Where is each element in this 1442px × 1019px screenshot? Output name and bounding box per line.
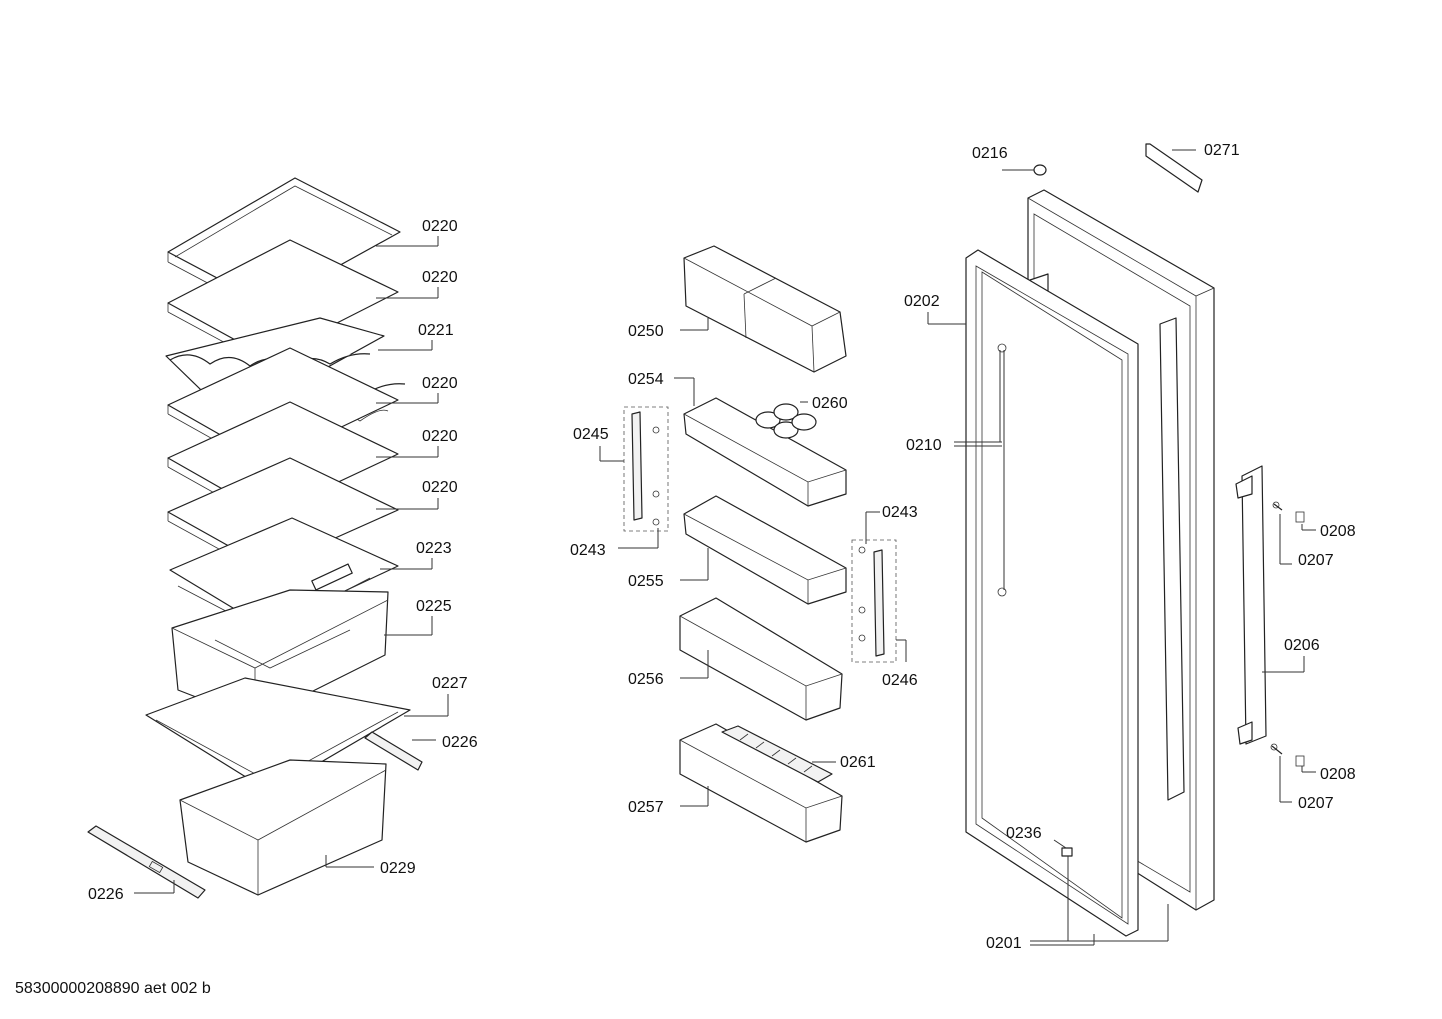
right-leaders: [927, 149, 1316, 946]
callout-0206: 0206: [1284, 637, 1320, 654]
callout-0250: 0250: [628, 323, 664, 340]
handle-screws: [1270, 501, 1305, 767]
callout-0271: 0271: [1204, 142, 1240, 159]
callout-0261: 0261: [840, 754, 876, 771]
callout-0223: 0223: [416, 540, 452, 557]
document-code: 58300000208890 aet 002 b: [15, 980, 211, 997]
callout-0208-lower: 0208: [1320, 766, 1356, 783]
door-stop: [1061, 847, 1073, 857]
callout-0227: 0227: [432, 675, 468, 692]
callout-0207-lower: 0207: [1298, 795, 1334, 812]
callout-0207-upper: 0207: [1298, 552, 1334, 569]
egg-tray: [755, 403, 817, 439]
top-trim-cover: [1145, 143, 1203, 193]
door-fasteners: [997, 343, 1007, 597]
callout-0225: 0225: [416, 598, 452, 615]
door-gasket: [965, 249, 1139, 937]
callout-0202: 0202: [904, 293, 940, 310]
callout-0243-left: 0243: [570, 542, 606, 559]
door-handle: [1235, 465, 1267, 745]
door-shelf-3: [679, 597, 843, 721]
callout-0220-2: 0220: [422, 269, 458, 286]
telescopic-rail-right: [364, 731, 423, 771]
bottle-holder: [721, 725, 833, 783]
callout-0236: 0236: [1006, 825, 1042, 842]
door-group: [965, 143, 1305, 937]
hinge-cap: [1033, 164, 1047, 176]
callout-0220-5: 0220: [422, 479, 458, 496]
callout-0260: 0260: [812, 395, 848, 412]
callout-labels: 0220 0220 0221 0220 0220 0220 0223 0225 …: [88, 142, 1356, 952]
telescopic-rail-left: [87, 825, 206, 899]
door-shelf-2: [683, 495, 847, 605]
callout-0257: 0257: [628, 799, 664, 816]
callout-0256: 0256: [628, 671, 664, 688]
door-bins-group: [623, 245, 897, 843]
callout-0220-4: 0220: [422, 428, 458, 445]
left-leaders: [134, 236, 449, 894]
shelves-group: [87, 177, 423, 899]
callout-0243-right: 0243: [882, 504, 918, 521]
callout-0226-right: 0226: [442, 734, 478, 751]
callout-0255: 0255: [628, 573, 664, 590]
callout-0208-upper: 0208: [1320, 523, 1356, 540]
butter-compartment: [683, 245, 847, 373]
callout-0210: 0210: [906, 437, 942, 454]
callout-0229: 0229: [380, 860, 416, 877]
callout-0220-3: 0220: [422, 375, 458, 392]
bin-rail-left: [623, 406, 669, 532]
middle-leaders: [599, 318, 907, 807]
door-shelf-4: [679, 723, 843, 843]
callout-0254: 0254: [628, 371, 664, 388]
callout-0201: 0201: [986, 935, 1022, 952]
bin-rail-right: [851, 539, 897, 663]
door-shelf-1: [683, 397, 847, 507]
vegetable-drawer-lower: [179, 759, 387, 896]
callout-0221: 0221: [418, 322, 454, 339]
callout-0226-left: 0226: [88, 886, 124, 903]
callout-0245: 0245: [573, 426, 609, 443]
callout-0246: 0246: [882, 672, 918, 689]
callout-0220-1: 0220: [422, 218, 458, 235]
callout-0216: 0216: [972, 145, 1008, 162]
